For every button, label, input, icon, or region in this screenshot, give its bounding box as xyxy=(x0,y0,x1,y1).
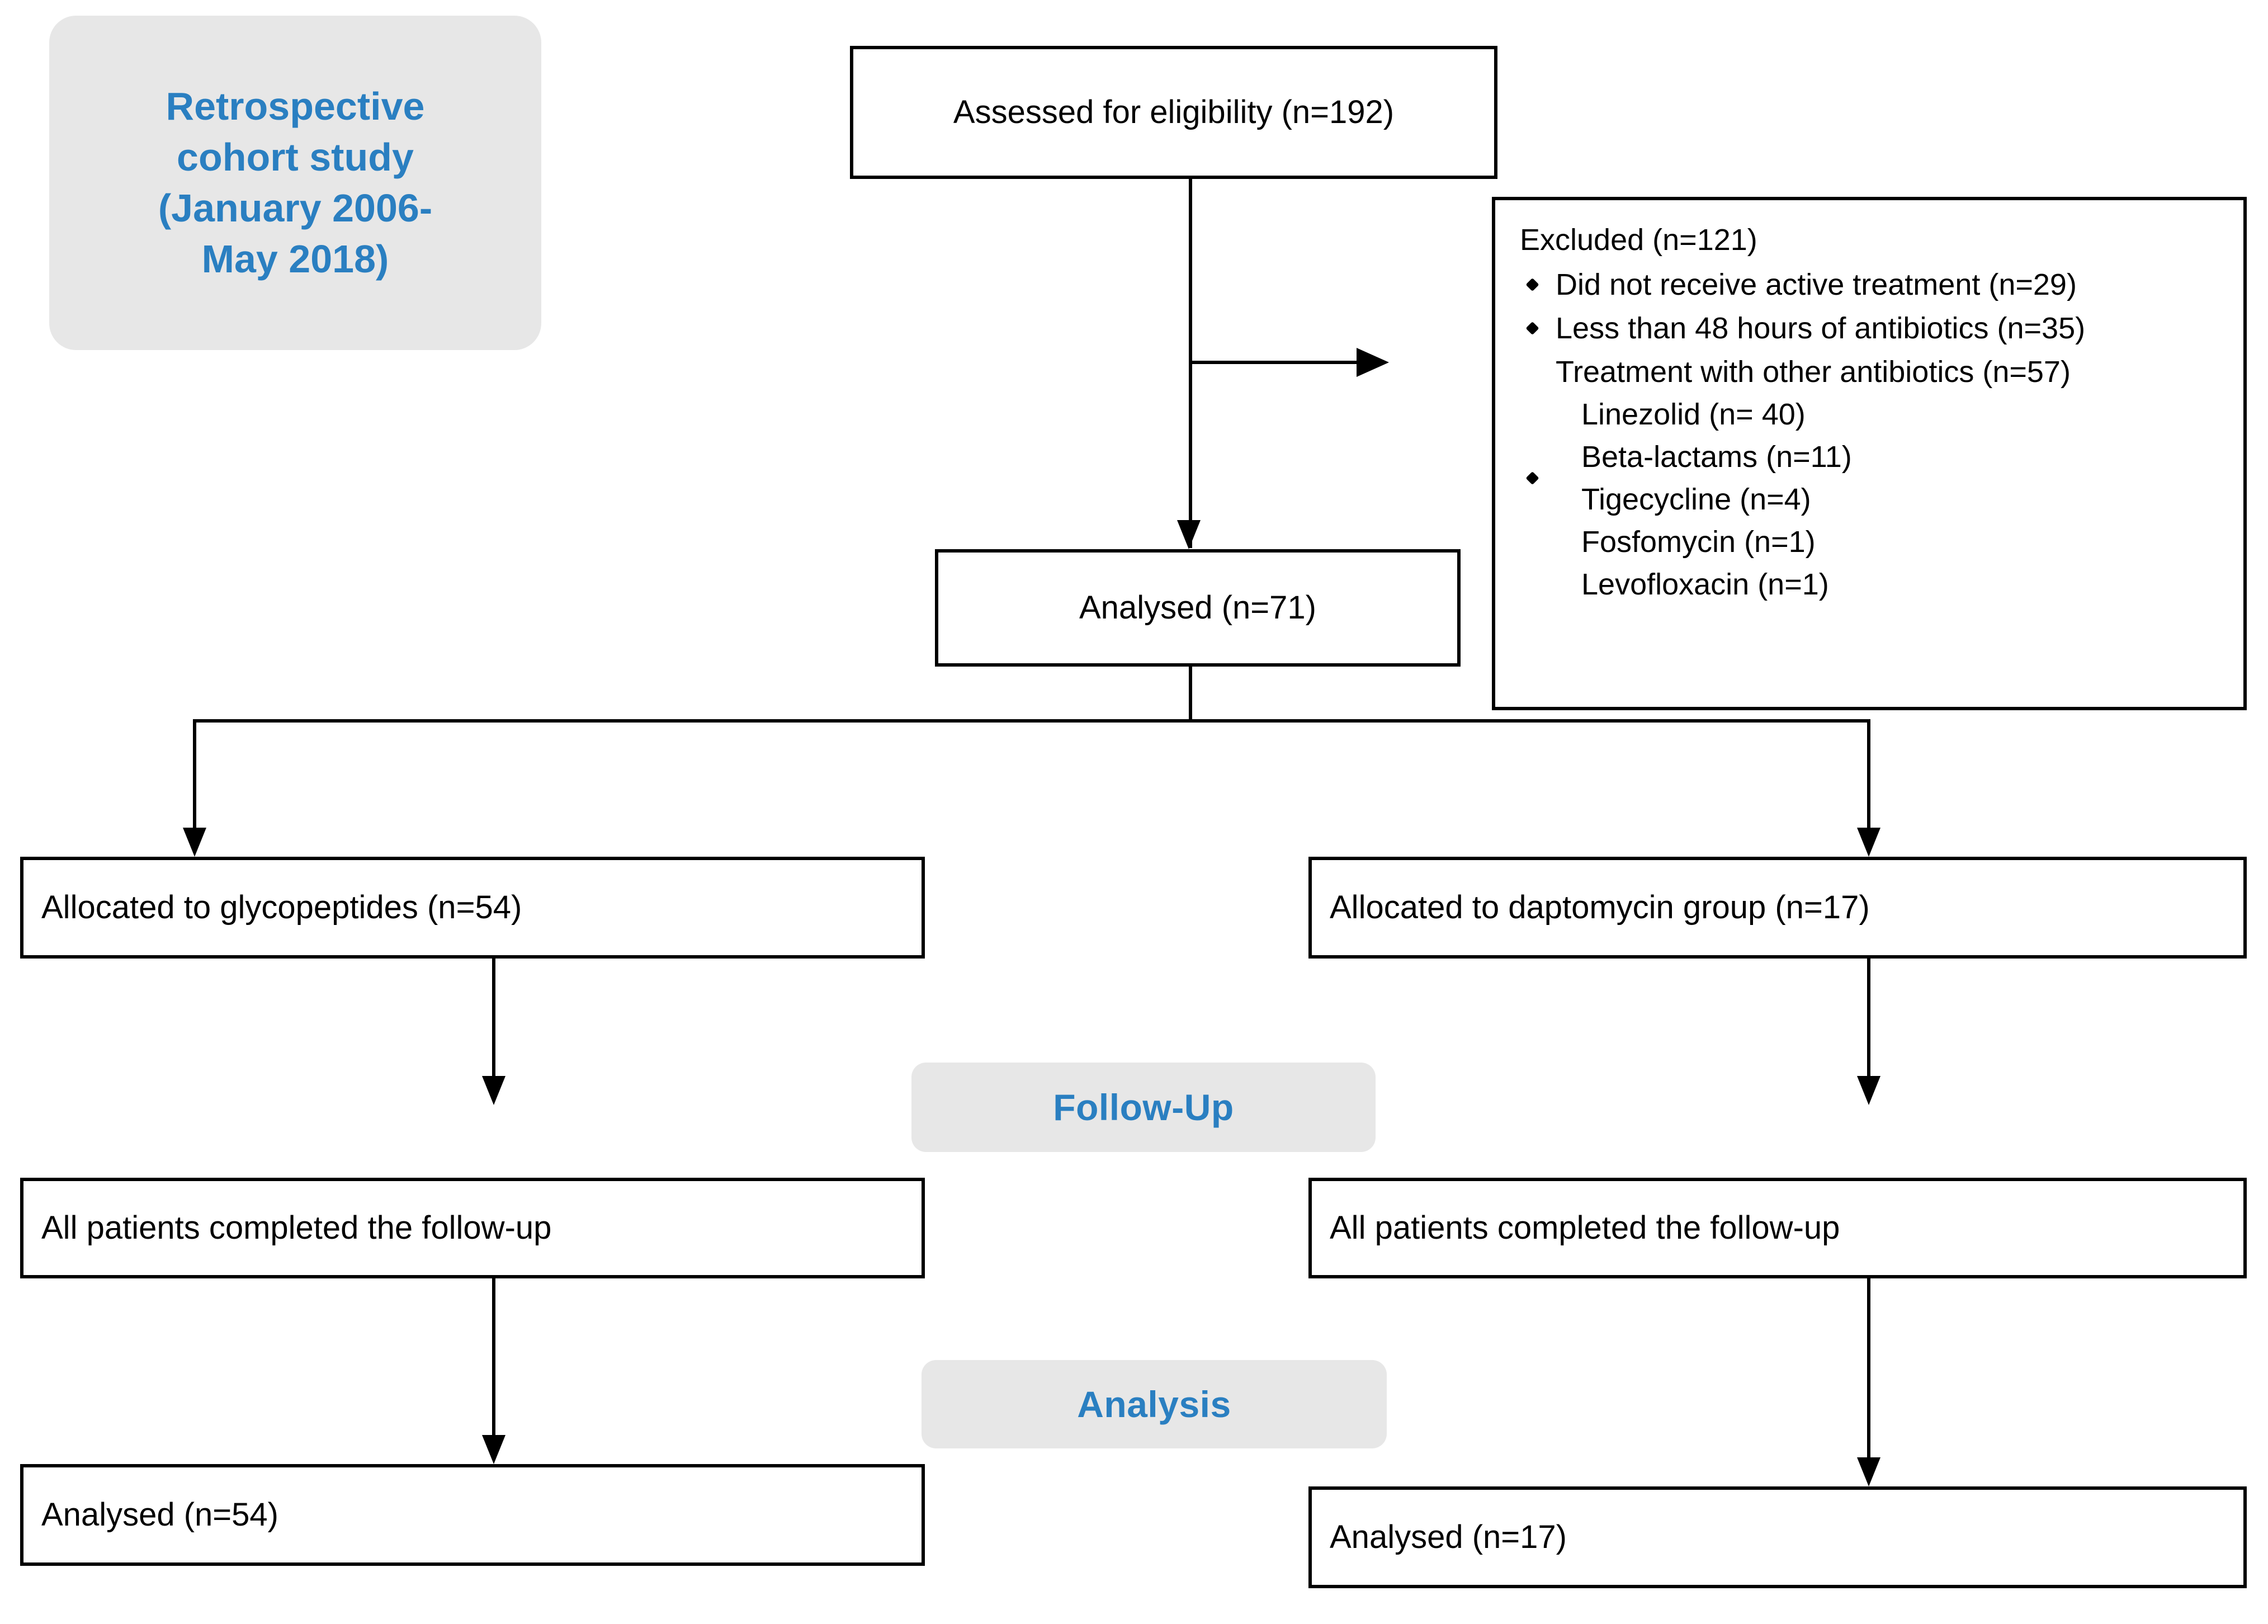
study-type-line-1: Retrospective xyxy=(166,84,425,128)
assessed-for-eligibility-label: Assessed for eligibility (n=192) xyxy=(953,93,1395,130)
other-antibiotic-item: Beta-lactams (n=11) xyxy=(1581,440,1852,474)
study-type-line-2: cohort study xyxy=(177,135,414,179)
arrow-down-left-allocation-icon xyxy=(183,828,206,857)
right-followup-label: All patients completed the follow-up xyxy=(1330,1209,1840,1246)
connector-right-arm-drop xyxy=(1867,719,1870,828)
excluded-reason-item: Less than 48 hours of antibiotics (n=35) xyxy=(1520,313,2224,343)
study-type-card: Retrospective cohort study (January 2006… xyxy=(49,16,541,350)
study-type-line-4: May 2018) xyxy=(201,237,389,281)
stage-label-analysis-text: Analysis xyxy=(1077,1384,1231,1425)
analysed-total-label: Analysed (n=71) xyxy=(1079,589,1316,626)
diamond-bullet-icon xyxy=(1525,471,1539,485)
connector-left-alloc-to-followup xyxy=(492,959,495,1076)
left-allocation-box: Allocated to glycopeptides (n=54) xyxy=(20,857,925,959)
left-followup-label: All patients completed the follow-up xyxy=(41,1209,552,1246)
excluded-title: Excluded (n=121) xyxy=(1520,223,1757,257)
excluded-box xyxy=(1492,197,2247,710)
left-analysed-label: Analysed (n=54) xyxy=(41,1496,278,1533)
left-analysed-box: Analysed (n=54) xyxy=(20,1464,925,1566)
excluded-reason-item: Treatment with other antibiotics (n=57) … xyxy=(1520,357,2224,599)
excluded-reason-label: Treatment with other antibiotics (n=57) xyxy=(1556,355,2071,389)
arrow-down-right-analysed-icon xyxy=(1857,1457,1880,1486)
excluded-content: Excluded (n=121) Did not receive active … xyxy=(1520,225,2224,613)
other-antibiotics-list: Linezolid (n= 40) Beta-lactams (n=11) Ti… xyxy=(1556,399,2224,599)
excluded-reason-label: Less than 48 hours of antibiotics (n=35) xyxy=(1556,311,2086,345)
stage-label-follow-up: Follow-Up xyxy=(911,1063,1376,1152)
left-allocation-label: Allocated to glycopeptides (n=54) xyxy=(41,889,522,926)
excluded-reason-label: Did not receive active treatment (n=29) xyxy=(1556,268,2077,301)
stage-label-analysis: Analysis xyxy=(922,1360,1387,1448)
diamond-bullet-icon xyxy=(1525,321,1539,336)
other-antibiotic-item: Levofloxacin (n=1) xyxy=(1581,568,1829,601)
right-allocation-box: Allocated to daptomycin group (n=17) xyxy=(1308,857,2247,959)
study-type-text: Retrospective cohort study (January 2006… xyxy=(158,81,432,285)
other-antibiotic-item: Fosfomycin (n=1) xyxy=(1581,525,1816,559)
analysed-total-box: Analysed (n=71) xyxy=(935,549,1461,667)
arrow-down-left-analysed-icon xyxy=(482,1435,505,1464)
arrow-down-right-allocation-icon xyxy=(1857,828,1880,857)
other-antibiotic-item: Tigecycline (n=4) xyxy=(1581,483,1811,516)
right-followup-box: All patients completed the follow-up xyxy=(1308,1178,2247,1278)
right-analysed-box: Analysed (n=17) xyxy=(1308,1486,2247,1588)
excluded-reason-list: Did not receive active treatment (n=29) … xyxy=(1520,270,2224,599)
arrow-right-to-excluded-icon xyxy=(1357,348,1389,377)
connector-right-alloc-to-followup xyxy=(1867,959,1870,1076)
connector-right-followup-to-analysed xyxy=(1867,1278,1870,1457)
connector-analysed-total-stem xyxy=(1189,667,1192,723)
right-allocation-label: Allocated to daptomycin group (n=17) xyxy=(1330,889,1870,926)
arrow-down-right-followup-icon xyxy=(1857,1076,1880,1105)
right-analysed-label: Analysed (n=17) xyxy=(1330,1518,1567,1555)
connector-left-arm-drop xyxy=(193,719,196,828)
arrow-down-to-analysed-total-icon xyxy=(1177,520,1201,549)
connector-to-excluded xyxy=(1189,361,1357,364)
connector-left-followup-to-analysed xyxy=(492,1278,495,1435)
other-antibiotic-item: Linezolid (n= 40) xyxy=(1581,398,1806,431)
study-type-line-3: (January 2006- xyxy=(158,186,433,230)
assessed-for-eligibility-box: Assessed for eligibility (n=192) xyxy=(850,46,1497,179)
connector-split-bar xyxy=(193,719,1870,723)
diamond-bullet-icon xyxy=(1525,277,1539,292)
arrow-down-left-followup-icon xyxy=(482,1076,505,1105)
stage-label-follow-up-text: Follow-Up xyxy=(1053,1087,1234,1128)
left-followup-box: All patients completed the follow-up xyxy=(20,1178,925,1278)
excluded-reason-item: Did not receive active treatment (n=29) xyxy=(1520,270,2224,300)
